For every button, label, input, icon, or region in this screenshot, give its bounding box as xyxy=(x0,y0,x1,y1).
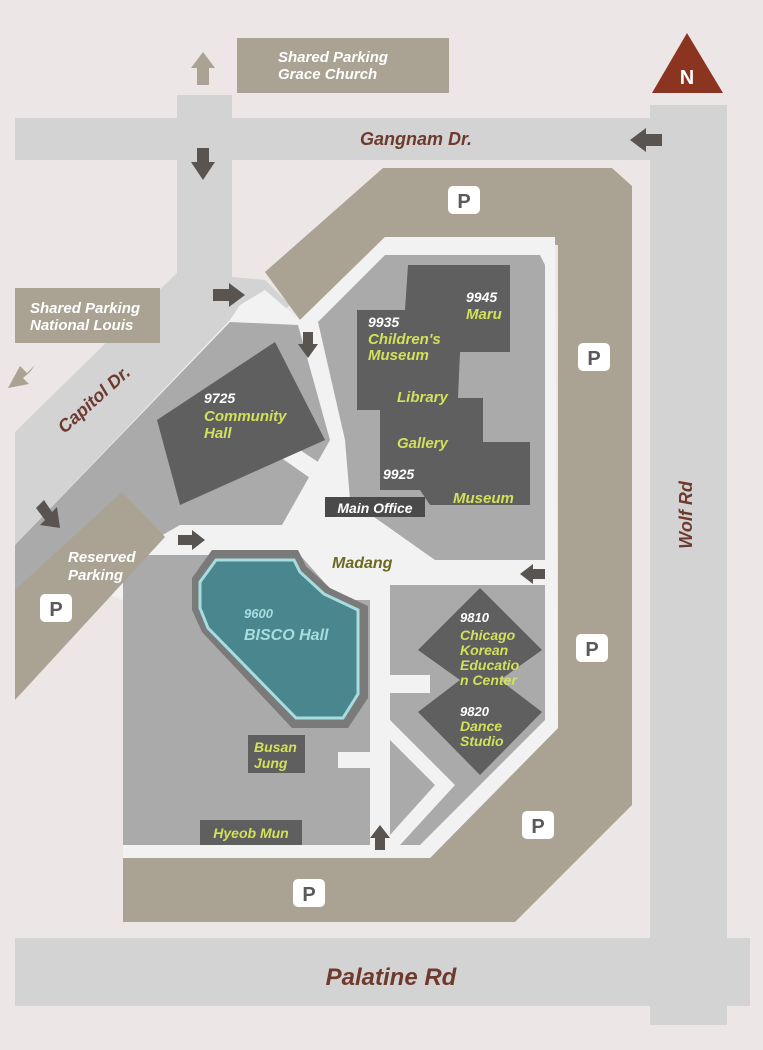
arrow-diagonal-icon xyxy=(36,500,60,528)
building-ckec-dance xyxy=(418,588,542,775)
busan-jung-label: Jung xyxy=(254,755,288,771)
arrow-down-icon xyxy=(191,148,215,180)
arrow-left-icon xyxy=(520,564,545,584)
gallery-label: Gallery xyxy=(397,435,449,452)
street-label-wolf: Wolf Rd xyxy=(676,480,696,549)
reserved-parking-label: Reserved xyxy=(68,549,136,566)
arrow-diagonal-icon xyxy=(8,365,35,388)
parking-reserved xyxy=(15,492,165,700)
library-label: Library xyxy=(397,389,449,406)
street-label-gangnam: Gangnam Dr. xyxy=(360,129,472,149)
svg-text:P: P xyxy=(457,191,470,213)
walkway-path xyxy=(390,720,455,845)
dance-studio-name: Dance xyxy=(460,718,502,734)
parking-grace-church xyxy=(237,38,449,93)
svg-text:P: P xyxy=(531,816,544,838)
maru-number: 9945 xyxy=(466,289,497,305)
reserved-parking-label: Parking xyxy=(68,567,123,584)
childrens-museum-name: Museum xyxy=(368,347,429,364)
parking-national-louis xyxy=(15,288,160,343)
main-building-number: 9925 xyxy=(383,466,414,482)
walkway-path xyxy=(338,752,373,768)
ckec-name: Educatio xyxy=(460,657,520,673)
ckec-name: Korean xyxy=(460,642,508,658)
louis-parking-label: National Louis xyxy=(30,317,133,334)
svg-text:P: P xyxy=(585,639,598,661)
dance-studio-name: Studio xyxy=(460,733,504,749)
exit-arrows xyxy=(8,52,215,388)
community-hall-name: Hall xyxy=(204,425,232,442)
grace-parking-label: Shared Parking xyxy=(278,49,388,66)
community-hall-number: 9725 xyxy=(204,390,235,406)
parking-icon: P xyxy=(293,879,325,907)
traffic-arrows xyxy=(36,128,662,850)
madang-label: Madang xyxy=(332,555,393,572)
building-bisco-hall xyxy=(198,558,360,720)
parking-icon: P xyxy=(448,186,480,214)
parking-icon: P xyxy=(522,811,554,839)
busan-jung-box xyxy=(248,735,305,773)
gangnam-dr-road xyxy=(15,118,655,160)
childrens-museum-name: Children's xyxy=(368,331,441,348)
ckec-number: 9810 xyxy=(460,610,490,625)
grace-parking-label: Grace Church xyxy=(278,66,377,83)
arrow-right-icon xyxy=(213,283,245,307)
hyeob-mun-box xyxy=(200,820,302,845)
arrow-up-icon xyxy=(191,52,215,85)
maru-name: Maru xyxy=(466,306,502,323)
street-label-palatine: Palatine Rd xyxy=(326,964,458,991)
parking-ring xyxy=(123,168,632,922)
parking-icon: P xyxy=(40,594,72,622)
arrow-up-icon xyxy=(370,825,390,850)
svg-text:P: P xyxy=(302,884,315,906)
building-main xyxy=(357,265,530,505)
ckec-name: n Center xyxy=(460,672,518,688)
museum-label: Museum xyxy=(453,490,514,507)
childrens-museum-number: 9935 xyxy=(368,314,399,330)
arrow-left-icon xyxy=(630,128,662,152)
wolf-rd-road xyxy=(650,105,727,1025)
main-office-label: Main Office xyxy=(337,500,412,516)
parking-icon: P xyxy=(576,634,608,662)
dance-studio-number: 9820 xyxy=(460,704,490,719)
busan-jung-label: Busan xyxy=(254,739,297,755)
walkway-path xyxy=(390,675,430,693)
north-indicator-icon xyxy=(652,33,723,93)
north-label: N xyxy=(680,67,694,89)
svg-text:P: P xyxy=(49,599,62,621)
arrow-right-icon xyxy=(178,530,205,550)
parking-icons: P P P P P P xyxy=(40,186,610,907)
hyeob-mun-label: Hyeob Mun xyxy=(213,825,288,841)
palatine-rd-road xyxy=(15,938,750,1006)
building-community-hall xyxy=(157,342,325,505)
bisco-hall-name: BISCO Hall xyxy=(244,627,329,644)
louis-parking-label: Shared Parking xyxy=(30,300,140,317)
arrow-down-icon xyxy=(298,332,318,358)
ckec-name: Chicago xyxy=(460,627,516,643)
main-office-box xyxy=(325,497,425,517)
parking-icon: P xyxy=(578,343,610,371)
svg-text:P: P xyxy=(587,348,600,370)
community-hall-name: Community xyxy=(204,408,287,425)
bisco-hall-number: 9600 xyxy=(244,606,274,621)
